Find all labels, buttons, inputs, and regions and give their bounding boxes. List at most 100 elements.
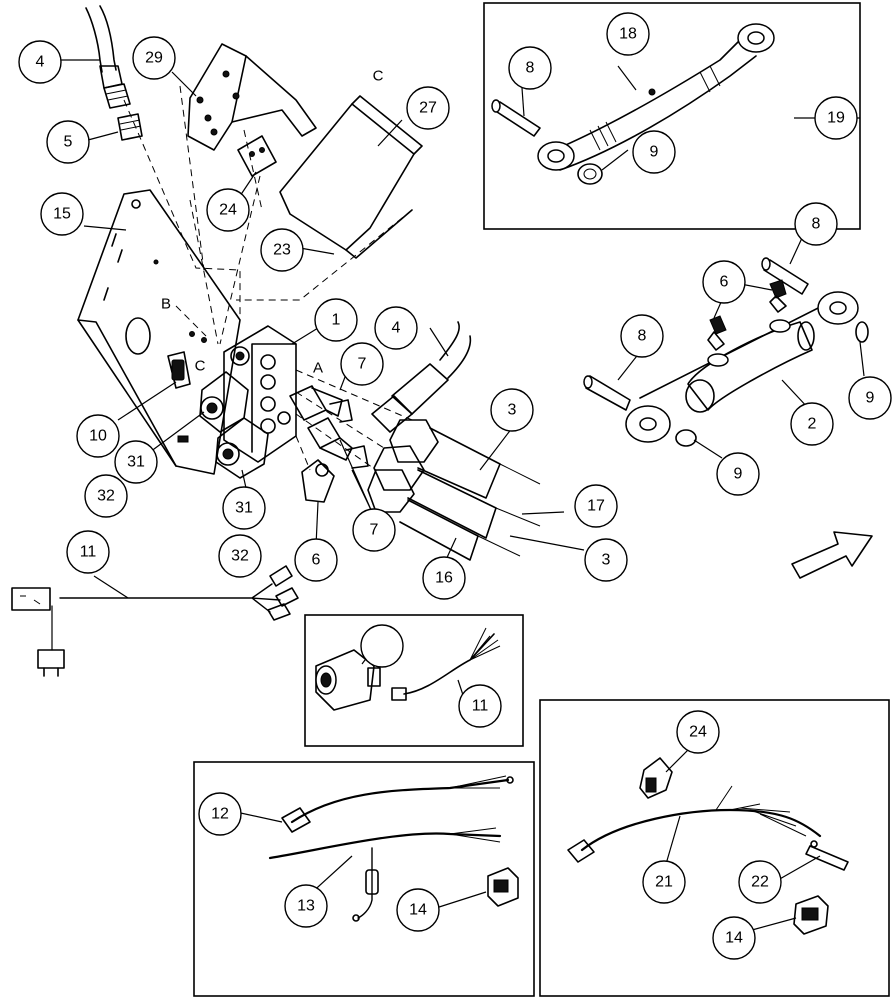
callout-circle — [396, 888, 440, 932]
callout-24: 24 — [206, 188, 250, 232]
clip-9-right — [855, 321, 869, 343]
callout-10: 10 — [76, 414, 120, 458]
callout-14: 14 — [712, 916, 756, 960]
callout-number: 5 — [64, 134, 73, 151]
callout-circle — [18, 40, 62, 84]
callout-number: 8 — [812, 216, 821, 233]
callout-27: 27 — [406, 86, 450, 130]
callout-29: 29 — [132, 36, 176, 80]
callout-17: 17 — [574, 484, 618, 528]
callout-circle — [198, 792, 242, 836]
pin-8-left — [583, 375, 631, 411]
callout-circle — [294, 538, 338, 582]
callout-number: 32 — [97, 488, 115, 505]
callout-circle — [284, 884, 328, 928]
callout-11: 11 — [66, 530, 110, 574]
callout-number: 4 — [392, 320, 401, 337]
callout-number: 21 — [655, 874, 673, 891]
pin-8-right — [761, 257, 809, 295]
callout-number: 6 — [720, 274, 729, 291]
callout-number: 11 — [472, 698, 489, 715]
callout-number: 7 — [358, 356, 367, 373]
hose-top — [85, 5, 131, 109]
callout-circle — [314, 298, 358, 342]
callout-7: 7 — [352, 508, 396, 552]
callout-number: 32 — [231, 548, 249, 565]
callout-number: 13 — [297, 898, 315, 915]
callout-31: 31 — [222, 486, 266, 530]
inset-box-solenoid — [304, 614, 524, 747]
inset-box-top-link — [483, 2, 861, 230]
callout-circle — [132, 36, 176, 80]
callout-number: 8 — [638, 328, 647, 345]
solenoid-29-lower — [215, 417, 269, 479]
callout-13: 13 — [284, 884, 328, 928]
callout-number: 29 — [145, 50, 163, 67]
callout-32: 32 — [218, 534, 262, 578]
callout-circle — [606, 12, 650, 56]
callout-22: 22 — [738, 860, 782, 904]
callout-9: 9 — [848, 376, 892, 420]
letter-c-top: C — [373, 68, 384, 85]
fitting-7-lower — [307, 417, 369, 469]
fitting-5 — [117, 113, 143, 141]
callout-circle — [490, 388, 534, 432]
callout-1: 1 — [314, 298, 358, 342]
callout-circle — [352, 508, 396, 552]
callout-11: 11 — [458, 684, 502, 728]
callout-circle — [46, 120, 90, 164]
harness-11-main — [11, 565, 299, 677]
direction-arrow — [791, 531, 873, 579]
harness-12 — [281, 775, 514, 833]
hose-right — [371, 321, 472, 433]
pin-8-inset — [491, 99, 541, 137]
callout-21: 21 — [642, 860, 686, 904]
callout-23: 23 — [260, 228, 304, 272]
callout-circle — [702, 260, 746, 304]
harness-13 — [268, 827, 502, 922]
callout-circle — [76, 414, 120, 458]
harness-21 — [567, 785, 822, 863]
hose-bundle — [367, 419, 541, 561]
callout-31: 31 — [114, 440, 158, 484]
fitting-7-upper — [289, 385, 353, 423]
callout-18: 18 — [606, 12, 650, 56]
callout-circle — [508, 46, 552, 90]
callout-6: 6 — [702, 260, 746, 304]
bracket-27 — [187, 43, 317, 151]
callout-14: 14 — [396, 888, 440, 932]
callout-9: 9 — [716, 452, 760, 496]
callout-number: 16 — [435, 570, 453, 587]
callout-12: 12 — [198, 792, 242, 836]
callout-4: 4 — [374, 306, 418, 350]
callout-circle — [206, 188, 250, 232]
callout-9: 9 — [632, 130, 676, 174]
letter-labels: C B C A — [161, 68, 384, 377]
callout-circle — [422, 556, 466, 600]
callout-undefined — [360, 624, 404, 668]
letter-c-left: C — [195, 358, 206, 375]
callout-circle — [114, 440, 158, 484]
callout-circle — [218, 534, 262, 578]
callout-circle — [66, 530, 110, 574]
inset-box-harness-left — [193, 761, 535, 997]
callout-number: 17 — [587, 498, 605, 515]
callout-number: 3 — [508, 402, 517, 419]
callout-24: 24 — [676, 710, 720, 754]
callout-circle — [340, 342, 384, 386]
callout-number: 22 — [751, 874, 769, 891]
assembly-lines — [123, 85, 413, 471]
callout-circle — [620, 314, 664, 358]
callout-circle — [222, 486, 266, 530]
callout-8: 8 — [794, 202, 838, 246]
top-link-18 — [537, 23, 775, 171]
callout-number: 31 — [235, 500, 253, 517]
callout-8: 8 — [508, 46, 552, 90]
callout-19: 19 — [814, 96, 858, 140]
callout-16: 16 — [422, 556, 466, 600]
callout-15: 15 — [40, 192, 84, 236]
callout-circle — [360, 624, 404, 668]
callout-circle — [406, 86, 450, 130]
